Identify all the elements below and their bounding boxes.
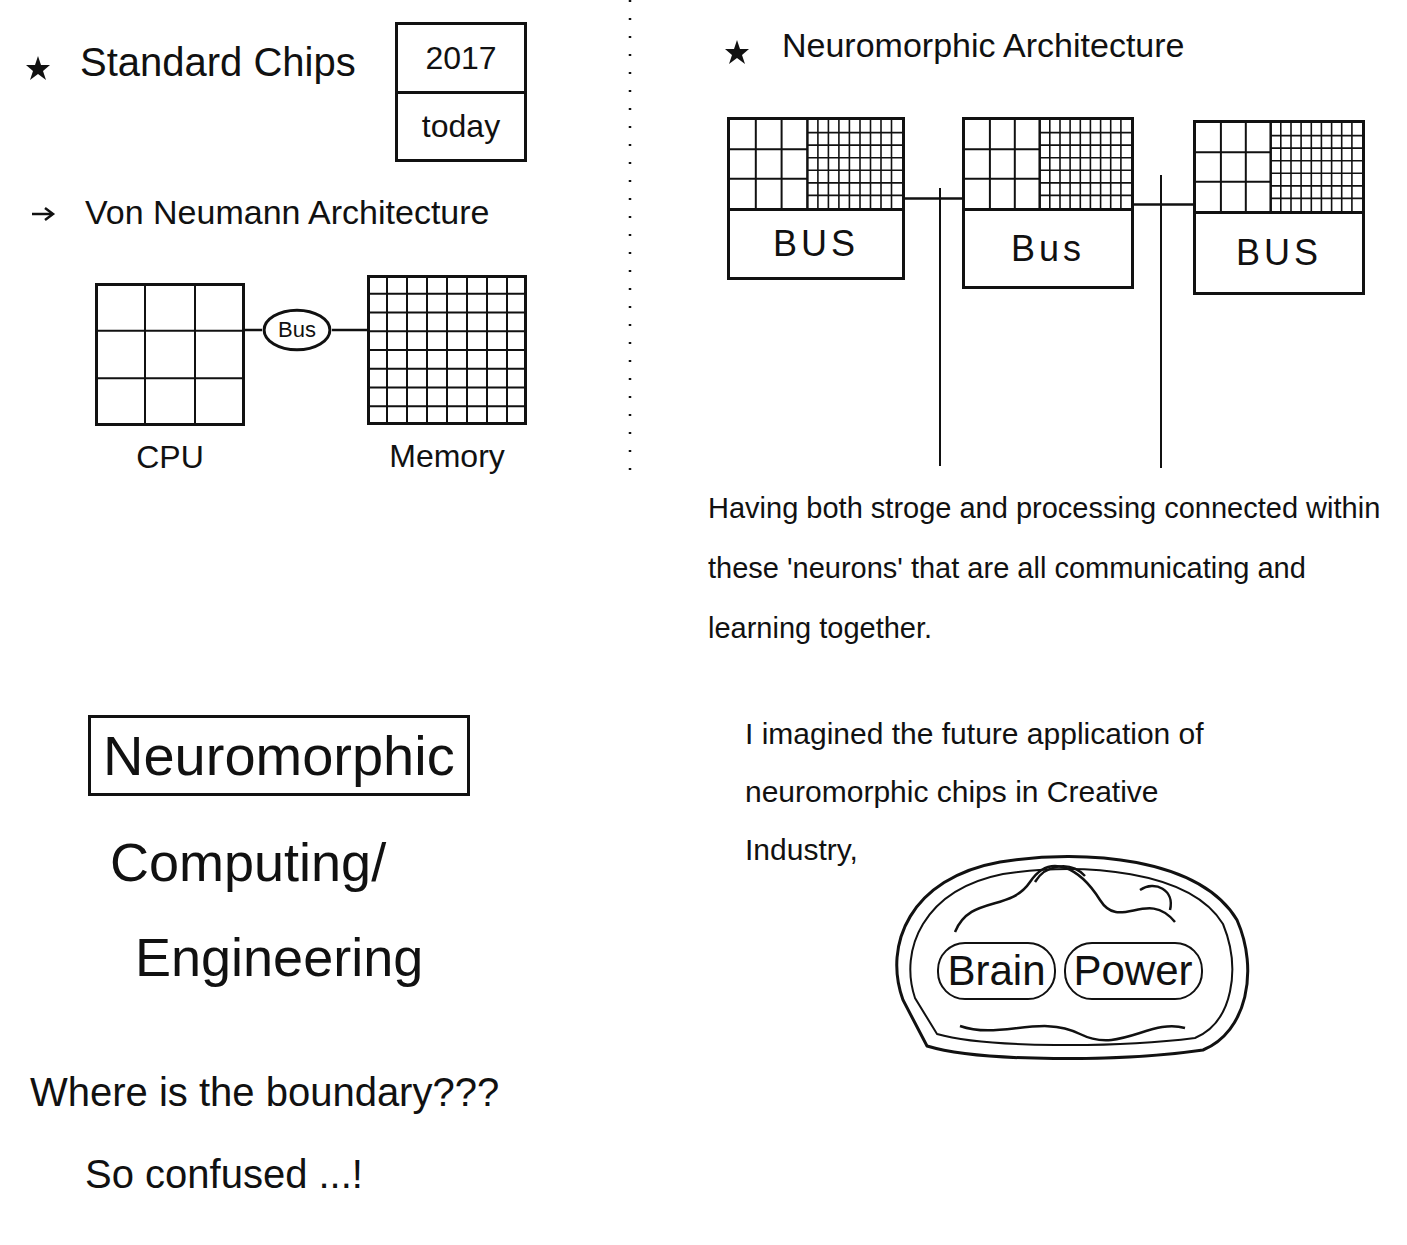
node-neuro: Bus bbox=[962, 117, 1134, 289]
node-ellipse: Bus bbox=[262, 308, 332, 352]
grid-holder bbox=[95, 283, 245, 426]
brain-words: BrainPower bbox=[885, 942, 1255, 1000]
note-text: Having both stroge and processing connec… bbox=[708, 478, 1398, 658]
note-text: I imagined the future application of neu… bbox=[745, 705, 1275, 879]
note-text: Neuromorphic Architecture bbox=[782, 25, 1185, 66]
bus-connector bbox=[905, 197, 962, 200]
grid-drawing bbox=[95, 283, 245, 426]
bus-label: Bus bbox=[965, 211, 1131, 286]
part-label: CPU bbox=[95, 438, 245, 476]
date-cell: today bbox=[398, 94, 524, 160]
bus-label: BUS bbox=[1196, 214, 1362, 292]
note-text: Engineering bbox=[135, 925, 423, 990]
node-neuro: BUS bbox=[727, 117, 905, 280]
note-text: Computing/ bbox=[110, 830, 386, 895]
brain-word: Brain bbox=[937, 942, 1055, 1000]
note-text: Where is the boundary??? bbox=[30, 1068, 499, 1116]
neuron-grid bbox=[1196, 123, 1362, 211]
dotted-separator bbox=[629, 0, 632, 482]
neuron-wire bbox=[1160, 175, 1162, 468]
neuron-grid-holder bbox=[965, 120, 1131, 211]
brain-word: Power bbox=[1064, 942, 1203, 1000]
node-grid: CPU bbox=[95, 283, 245, 476]
node-neuro: BUS bbox=[1193, 120, 1365, 295]
neuron-grid-holder bbox=[1196, 123, 1362, 214]
note-text: Von Neumann Architecture bbox=[85, 192, 489, 233]
neuron-grid-holder bbox=[730, 120, 902, 211]
star-bullet bbox=[725, 40, 749, 64]
neuron-grid bbox=[965, 120, 1131, 208]
note-text: Standard Chips bbox=[80, 38, 356, 86]
note-text: So confused ...! bbox=[85, 1150, 363, 1198]
year-cell: 2017 bbox=[398, 25, 524, 94]
bus-label: Bus bbox=[278, 317, 316, 343]
node-brain: BrainPower bbox=[885, 850, 1255, 1060]
neuron-grid bbox=[730, 120, 902, 208]
neuron-wire bbox=[939, 188, 941, 466]
arrow-bullet bbox=[32, 208, 53, 220]
bus-connector bbox=[1134, 203, 1193, 206]
bus-label: BUS bbox=[730, 211, 902, 277]
bus-connector bbox=[245, 329, 262, 332]
node-split: 2017today bbox=[395, 22, 527, 162]
node-grid: Memory bbox=[367, 275, 527, 475]
bus-connector bbox=[332, 329, 367, 332]
grid-drawing bbox=[367, 275, 527, 425]
part-label: Memory bbox=[367, 437, 527, 475]
grid-holder bbox=[367, 275, 527, 425]
star-bullet bbox=[26, 56, 50, 80]
topic-title: Neuromorphic bbox=[103, 722, 455, 789]
node-box: Neuromorphic bbox=[88, 715, 470, 796]
